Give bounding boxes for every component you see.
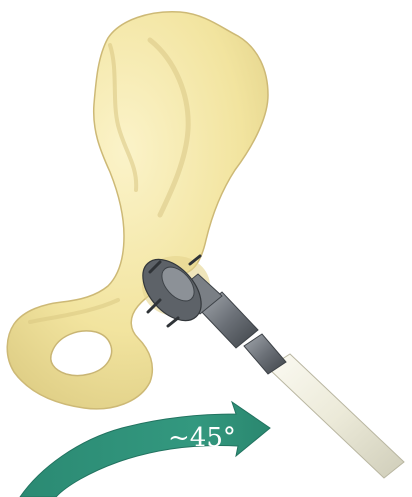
angle-label: ~45° [168,423,236,453]
reamer-shaft [268,354,404,478]
rotation-arrow: ~45° [20,402,270,497]
pelvis-bone [7,12,268,409]
iliac-wing [7,12,268,409]
